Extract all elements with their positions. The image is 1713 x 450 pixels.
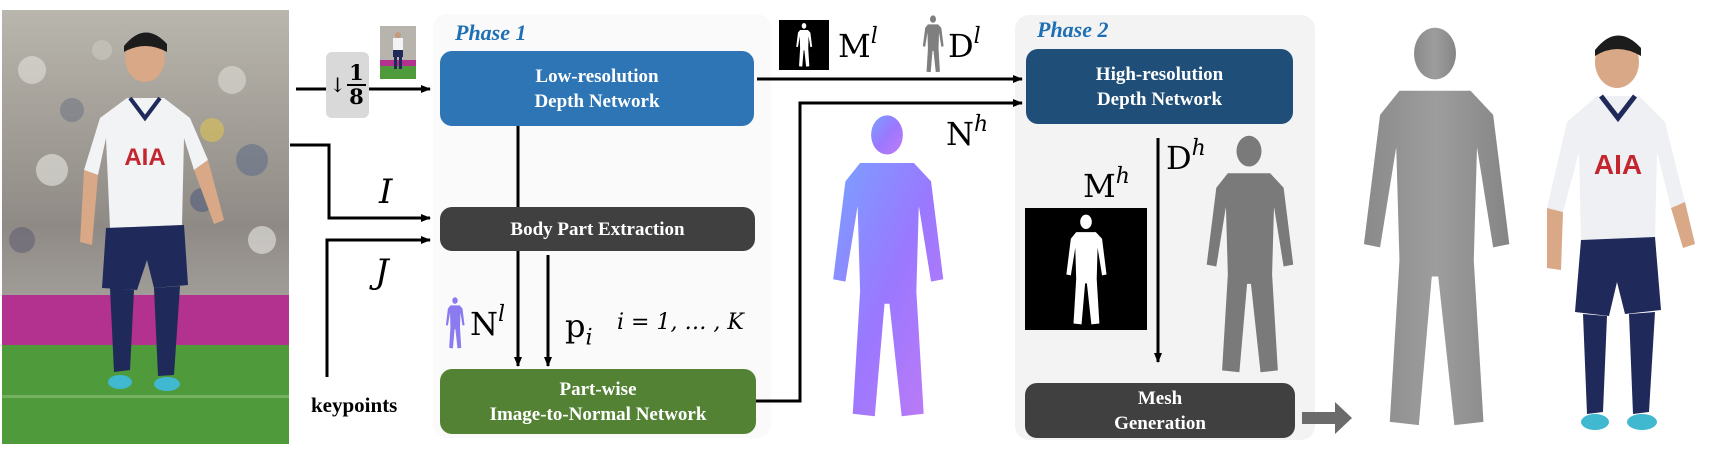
low-res-normal-thumbnail [444, 296, 466, 350]
mesh-generation: Mesh Generation [1025, 383, 1295, 438]
label-N-l: Nl [470, 302, 506, 343]
downsample-fraction: 1 8 [347, 60, 366, 109]
low-resolution-depth-network: Low-resolution Depth Network [440, 51, 754, 126]
high-res-mask [1025, 208, 1147, 330]
label-keypoints: keypoints [311, 393, 398, 417]
high-res-depth-map [1199, 130, 1299, 380]
label-index-range: i = 1, … , K [617, 310, 744, 335]
part-wise-image-to-normal-network: Part-wise Image-to-Normal Network [440, 369, 756, 434]
output-textured-render: AIA [1525, 12, 1700, 438]
svg-text:AIA: AIA [1594, 149, 1642, 180]
low-res-mask-thumbnail [779, 20, 829, 70]
high-res-normal-map [822, 108, 952, 426]
label-D-h: Dh [1166, 136, 1206, 177]
input-photo-image: AIA [2, 10, 289, 444]
output-mesh-render [1345, 18, 1525, 438]
input-photo: AIA [2, 10, 289, 444]
label-M-l: Ml [838, 24, 878, 65]
output-arrow-icon [1302, 402, 1352, 434]
svg-text:AIA: AIA [124, 144, 165, 171]
label-p-i: pi [565, 307, 593, 351]
phase1-title: Phase 1 [455, 20, 527, 45]
body-part-extraction: Body Part Extraction [440, 207, 755, 251]
phase2-title: Phase 2 [1037, 17, 1109, 42]
label-M-h: Mh [1083, 164, 1130, 205]
downsample-badge: ↓ 1 8 [326, 52, 369, 118]
low-res-depth-silhouette [919, 14, 947, 74]
label-D-l: Dl [948, 24, 981, 65]
label-I: I [379, 172, 393, 212]
label-N-h: Nh [946, 112, 989, 153]
high-resolution-depth-network: High-resolution Depth Network [1026, 49, 1293, 124]
label-J: J [375, 252, 389, 292]
down-arrow-icon: ↓ [329, 73, 347, 97]
downsampled-thumbnail [380, 26, 416, 79]
